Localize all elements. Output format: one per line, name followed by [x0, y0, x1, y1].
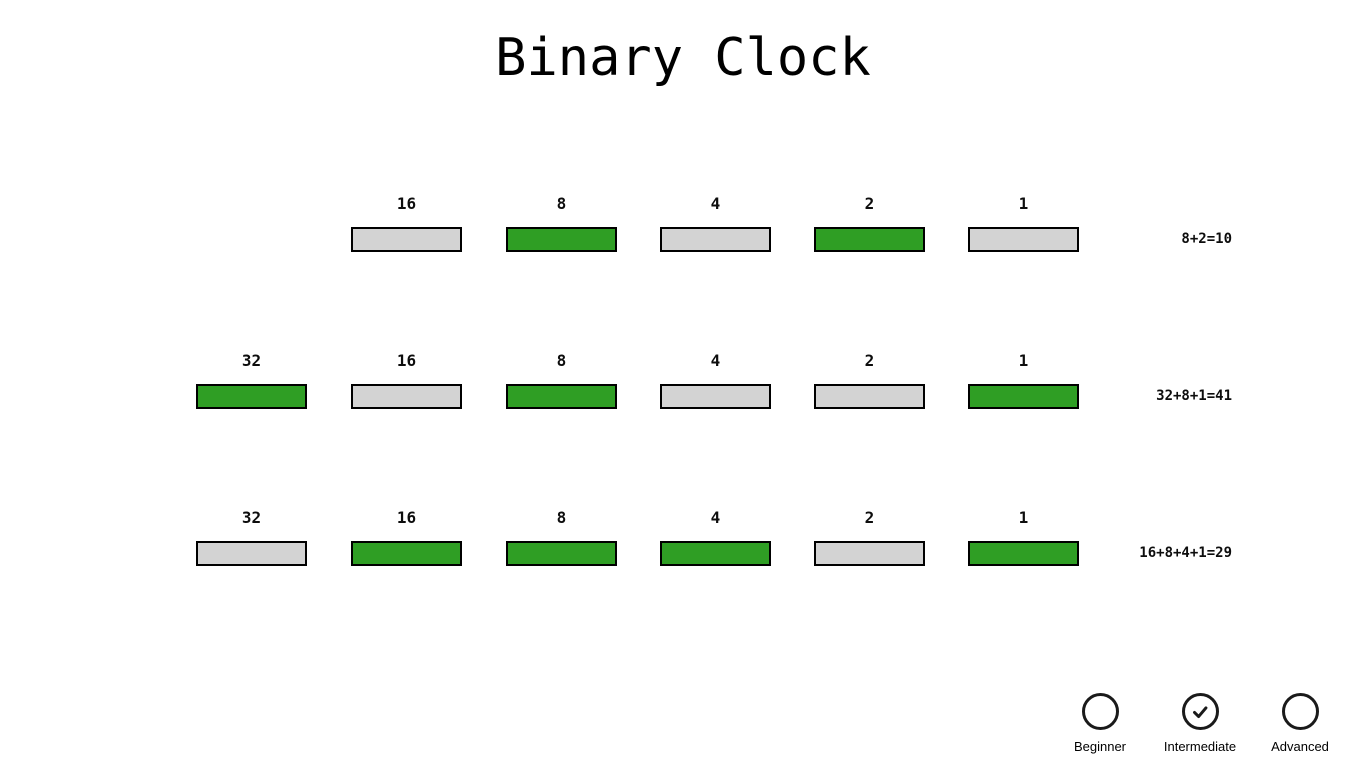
bit-seconds-8[interactable] [506, 541, 617, 566]
difficulty-label-intermediate: Intermediate [1163, 739, 1237, 754]
sum-equation-minutes: 32+8+1=41 [1156, 388, 1232, 404]
radio-circle-beginner[interactable] [1081, 693, 1119, 730]
bit-hours-2[interactable] [814, 227, 925, 252]
bit-seconds-4[interactable] [660, 541, 771, 566]
bit-minutes-4[interactable] [660, 384, 771, 409]
bit-weight-label-hours-2: 2 [864, 194, 875, 213]
bit-weight-label-seconds-2: 2 [864, 508, 875, 527]
sum-equation-seconds: 16+8+4+1=29 [1139, 545, 1232, 561]
bit-seconds-16[interactable] [351, 541, 462, 566]
app-title: Binary Clock [495, 28, 871, 88]
bit-weight-label-seconds-4: 4 [710, 508, 721, 527]
bit-weight-label-minutes-32: 32 [241, 351, 262, 370]
bit-seconds-32[interactable] [196, 541, 307, 566]
bit-weight-label-minutes-4: 4 [710, 351, 721, 370]
difficulty-label-beginner: Beginner [1073, 739, 1127, 754]
bit-minutes-16[interactable] [351, 384, 462, 409]
bit-minutes-32[interactable] [196, 384, 307, 409]
bit-weight-label-minutes-16: 16 [396, 351, 417, 370]
bit-weight-label-minutes-8: 8 [556, 351, 567, 370]
bit-hours-8[interactable] [506, 227, 617, 252]
bit-weight-label-hours-4: 4 [710, 194, 721, 213]
bit-seconds-1[interactable] [968, 541, 1079, 566]
bit-hours-16[interactable] [351, 227, 462, 252]
bit-minutes-2[interactable] [814, 384, 925, 409]
bit-weight-label-hours-1: 1 [1018, 194, 1029, 213]
bit-hours-1[interactable] [968, 227, 1079, 252]
difficulty-option-advanced[interactable]: Advanced [1240, 693, 1360, 754]
difficulty-option-intermediate[interactable]: Intermediate [1140, 693, 1260, 754]
radio-circle-intermediate[interactable] [1181, 693, 1219, 730]
check-icon [1193, 705, 1208, 718]
bit-weight-label-seconds-8: 8 [556, 508, 567, 527]
bit-weight-label-hours-8: 8 [556, 194, 567, 213]
bit-weight-label-minutes-1: 1 [1018, 351, 1029, 370]
difficulty-option-beginner[interactable]: Beginner [1040, 693, 1160, 754]
bit-weight-label-seconds-16: 16 [396, 508, 417, 527]
bit-weight-label-seconds-32: 32 [241, 508, 262, 527]
bit-weight-label-seconds-1: 1 [1018, 508, 1029, 527]
bit-weight-label-minutes-2: 2 [864, 351, 875, 370]
bit-weight-label-hours-16: 16 [396, 194, 417, 213]
bit-seconds-2[interactable] [814, 541, 925, 566]
bit-hours-4[interactable] [660, 227, 771, 252]
bit-minutes-1[interactable] [968, 384, 1079, 409]
bit-minutes-8[interactable] [506, 384, 617, 409]
radio-circle-advanced[interactable] [1281, 693, 1319, 730]
sum-equation-hours: 8+2=10 [1181, 231, 1232, 247]
difficulty-label-advanced: Advanced [1271, 739, 1329, 754]
